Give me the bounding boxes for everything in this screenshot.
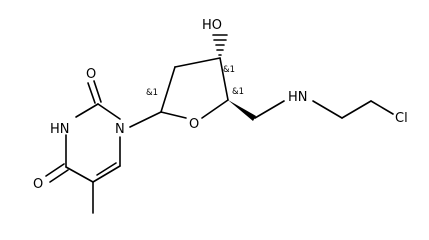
atom-o-bottom: O xyxy=(33,177,43,192)
stereo-label-c1: &1 xyxy=(146,88,158,98)
atom-oh: HO xyxy=(202,18,222,33)
bond-ch2-ch2 xyxy=(341,100,372,119)
furanose-ring xyxy=(160,57,229,119)
bond-n1-c1prime xyxy=(129,111,162,128)
atom-o-top: O xyxy=(86,67,96,82)
bond-c3-c4 xyxy=(219,57,229,101)
bond-c4-o-b xyxy=(49,169,69,183)
carbonyl-groups xyxy=(45,80,102,183)
atom-o-furanose: O xyxy=(189,117,199,132)
bond-c5-c6-inner xyxy=(96,162,117,176)
atom-cl: Cl xyxy=(395,111,408,126)
bond-c4-o xyxy=(201,99,229,119)
structure-canvas: O HN O N O HO HN Cl &1 &1 &1 xyxy=(33,18,408,214)
bond-c4-c5 xyxy=(65,166,94,183)
atom-n-ring: N xyxy=(115,122,125,137)
molecule-diagram: O HN O N O HO HN Cl &1 &1 &1 xyxy=(33,18,408,214)
bond-nh-ch2 xyxy=(312,100,343,119)
bond-c4-o-a xyxy=(45,163,65,177)
atom-hn-amine: HN xyxy=(288,90,308,105)
bond-n1-c2 xyxy=(97,103,121,120)
atom-hn-ring: HN xyxy=(50,122,70,137)
bond-c2-n3 xyxy=(75,103,99,118)
stereo-label-c3: &1 xyxy=(223,65,235,75)
bond-c2-o-a xyxy=(87,82,96,104)
solid-wedge-c4-ch2 xyxy=(228,100,256,121)
bond-o-c1 xyxy=(160,111,187,119)
bond-c5-c6 xyxy=(92,165,121,183)
bond-ch2-cl xyxy=(370,100,394,115)
bond-c2-o-b xyxy=(93,80,102,103)
stereo-label-c4: &1 xyxy=(232,87,244,97)
bond-c1-c2 xyxy=(160,66,176,113)
bond-c2-c3 xyxy=(174,57,221,68)
hashed-wedge-oh xyxy=(212,34,228,56)
bond-ch2-nh xyxy=(254,100,285,119)
pyrimidine-ring xyxy=(65,103,121,183)
